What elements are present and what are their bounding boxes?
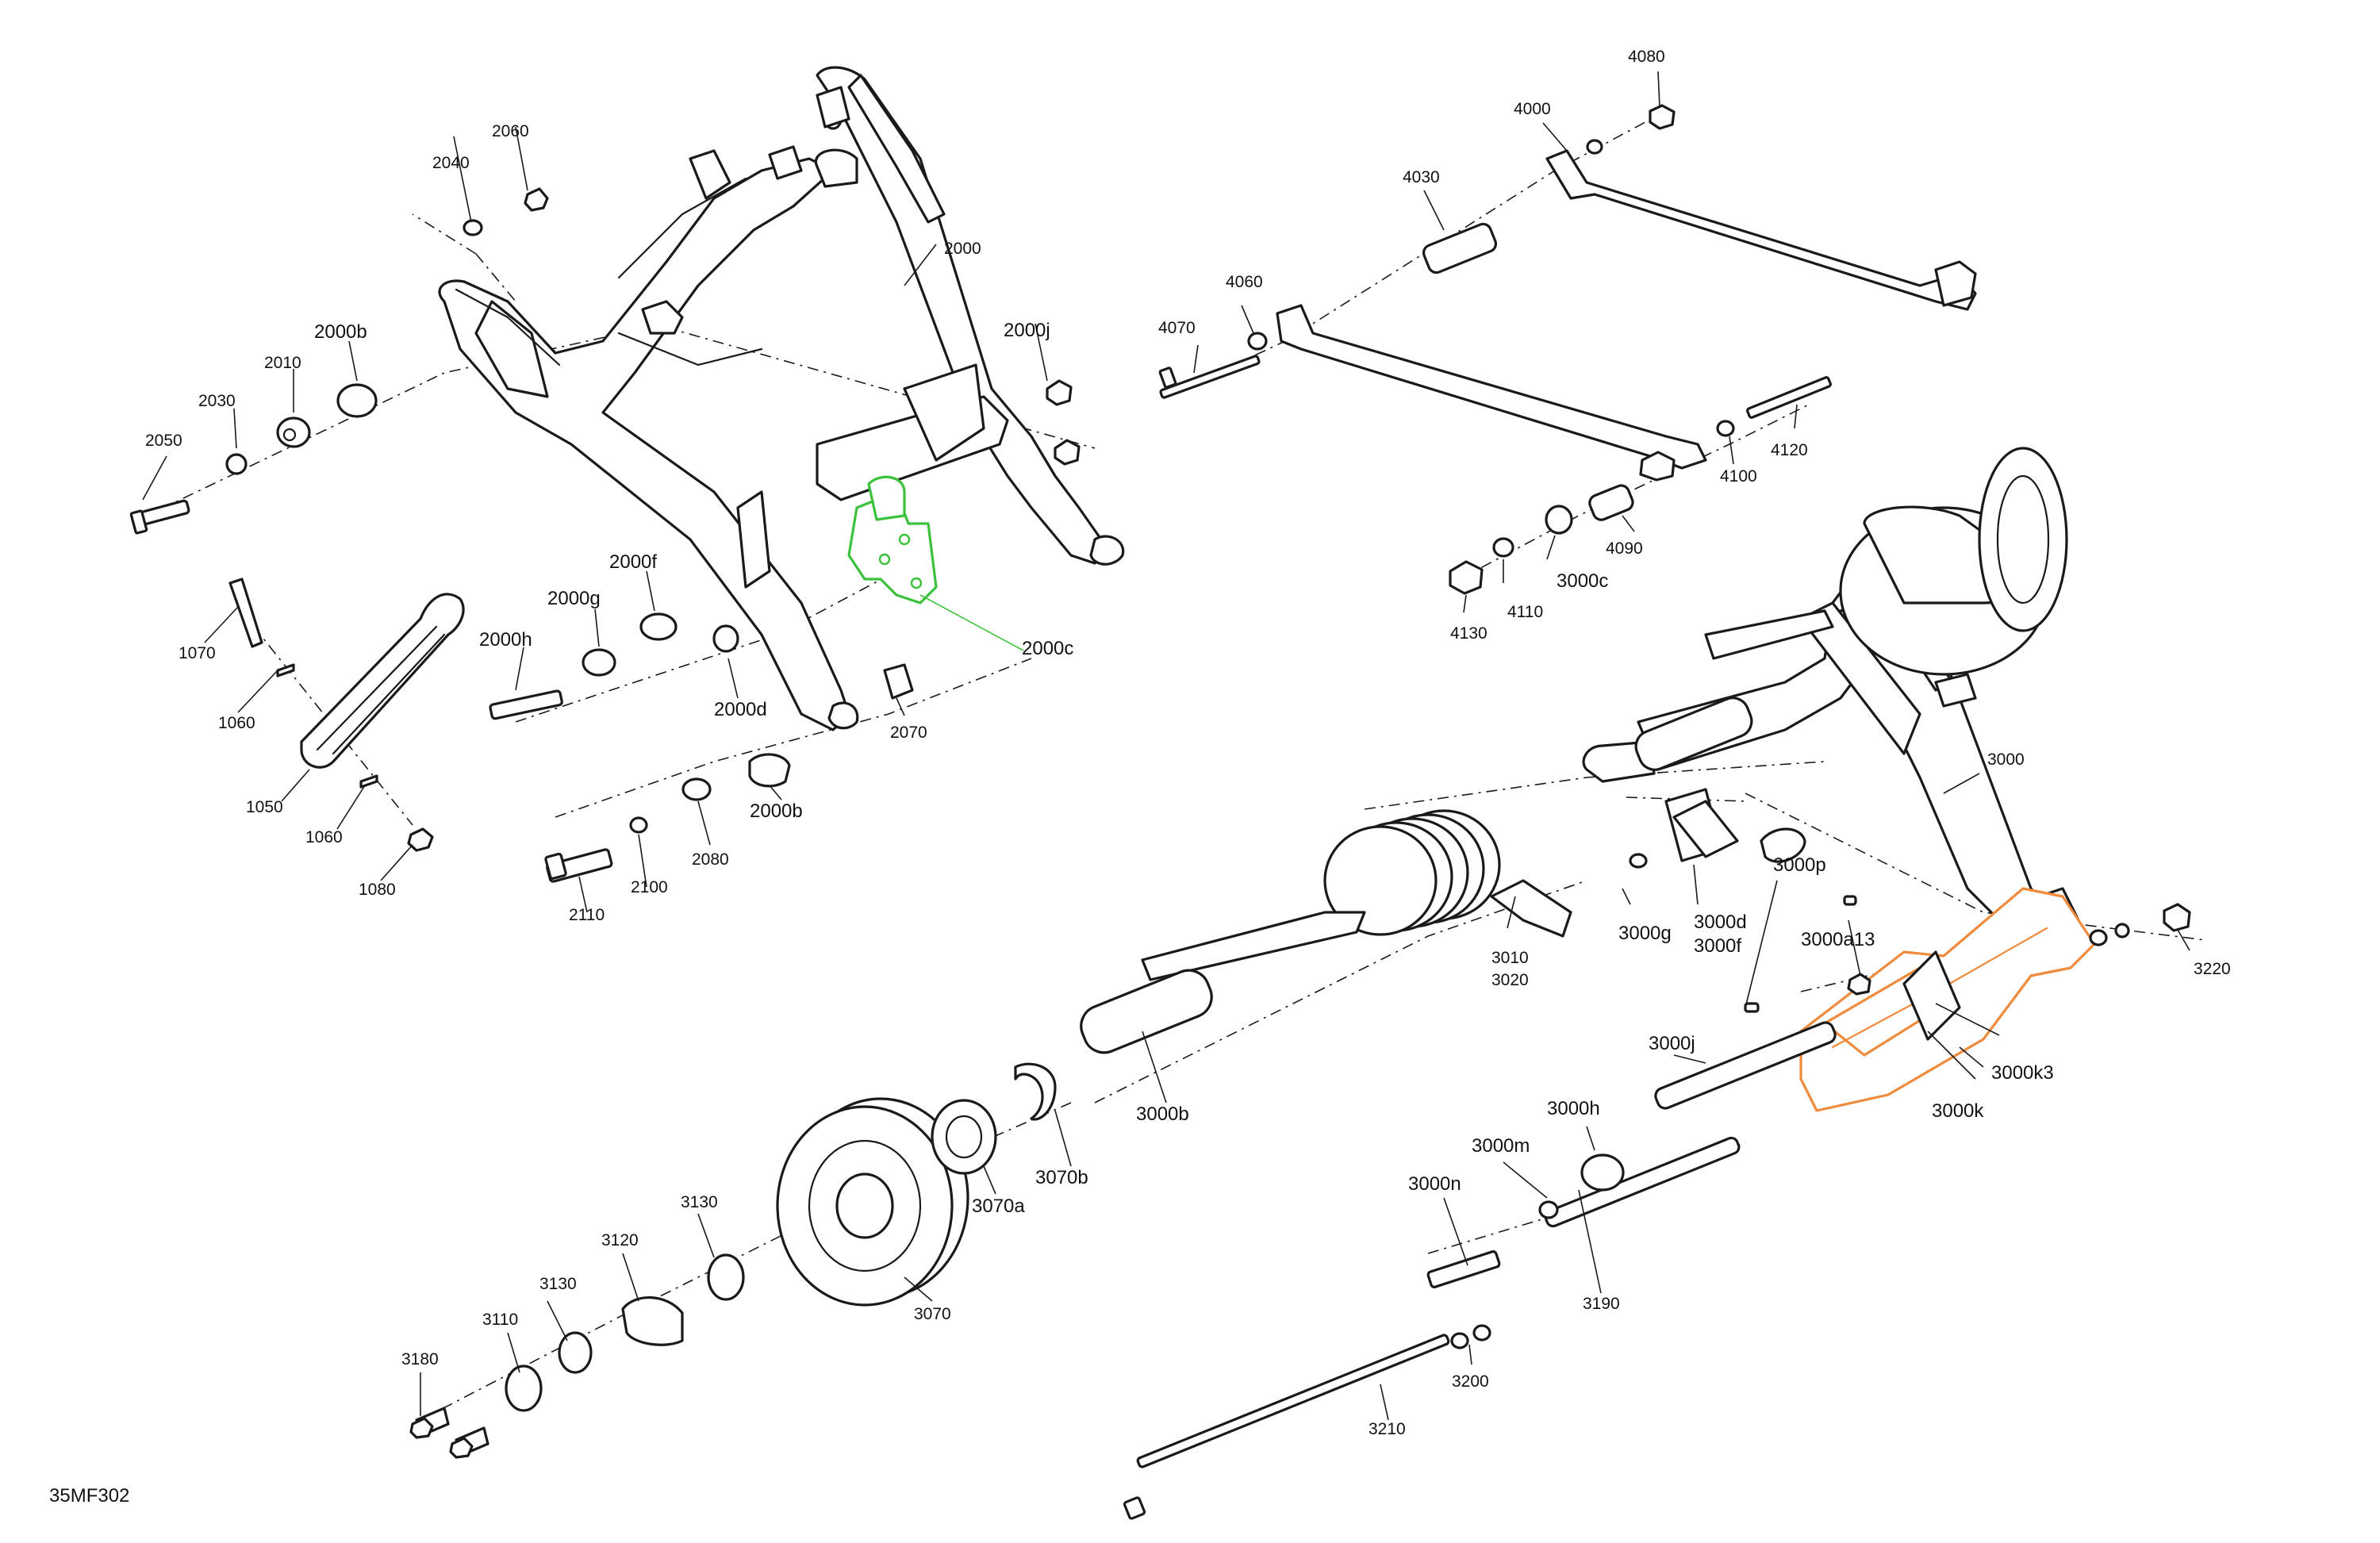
callout-3000a13: 3000a13: [1801, 929, 1875, 950]
callout-4090: 4090: [1606, 539, 1643, 558]
front-arm-2000: [438, 66, 1125, 731]
bracket-2000c-highlight: [847, 475, 1024, 651]
callout-1050: 1050: [246, 798, 283, 816]
callout-3000f: 3000f: [1694, 935, 1741, 957]
callout-2010: 2010: [264, 354, 301, 372]
callout-3000m: 3000m: [1472, 1135, 1530, 1157]
callout-3070a: 3070a: [972, 1196, 1025, 1217]
callout-2000: 2000: [944, 240, 981, 258]
tubes-and-pins: [1080, 697, 2191, 1520]
link-1050: [228, 578, 465, 852]
callout-3000g: 3000g: [1618, 923, 1672, 944]
idler-wheel-3070: [409, 1062, 1057, 1459]
callout-3120: 3120: [601, 1231, 639, 1249]
callout-2000j: 2000j: [1004, 320, 1050, 341]
callout-2030: 2030: [198, 392, 236, 410]
callout-4060: 4060: [1226, 273, 1263, 291]
callout-2050: 2050: [145, 432, 182, 450]
callout-3000k: 3000k: [1932, 1100, 1984, 1122]
callout-4000: 4000: [1514, 100, 1551, 118]
callout-2000h: 2000h: [479, 629, 532, 651]
callout-3000b: 3000b: [1136, 1104, 1189, 1125]
callout-3000d: 3000d: [1694, 912, 1747, 933]
callout-3000c: 3000c: [1557, 570, 1608, 592]
callout-labels: 2040 2060 2000 2000b 2010 2030 2050 2000…: [49, 48, 2231, 1507]
bracket-3000k-highlight: [1799, 887, 2096, 1112]
callout-1080: 1080: [359, 881, 396, 899]
spring-3010: [1141, 809, 1572, 981]
callout-3000: 3000: [1987, 750, 2025, 769]
callout-3070: 3070: [914, 1305, 951, 1323]
callout-2000b-lower: 2000b: [750, 800, 803, 822]
rear-arm-3000: [1582, 447, 2080, 961]
callout-4130: 4130: [1450, 624, 1488, 643]
callout-3210: 3210: [1368, 1420, 1406, 1438]
callout-2000b: 2000b: [314, 321, 367, 343]
callout-3180: 3180: [401, 1350, 439, 1368]
rod-assembly-4000: [1158, 104, 1977, 595]
callout-3020: 3020: [1491, 971, 1529, 989]
callout-3070b: 3070b: [1035, 1167, 1088, 1188]
callout-4070: 4070: [1158, 319, 1196, 337]
figure-id-label: 35MF302: [49, 1485, 129, 1507]
callout-3000n: 3000n: [1408, 1173, 1461, 1195]
callout-4030: 4030: [1403, 168, 1440, 186]
callout-4100: 4100: [1720, 467, 1757, 486]
callout-2100: 2100: [631, 878, 668, 896]
callout-3010: 3010: [1491, 949, 1529, 967]
callout-2000d: 2000d: [714, 699, 767, 720]
callout-3190: 3190: [1583, 1295, 1620, 1313]
arm-2000-hardware: [129, 187, 1081, 883]
callout-3000h: 3000h: [1547, 1098, 1600, 1119]
callout-1060-lower: 1060: [305, 828, 343, 846]
callout-3130-lower: 3130: [539, 1275, 577, 1293]
callout-2040: 2040: [432, 154, 470, 172]
callout-3000j: 3000j: [1649, 1033, 1695, 1054]
callout-3000p: 3000p: [1773, 854, 1826, 876]
callout-3200: 3200: [1452, 1372, 1489, 1391]
callout-2000g: 2000g: [547, 588, 601, 609]
callout-1060: 1060: [218, 714, 255, 732]
callout-4080: 4080: [1628, 48, 1665, 66]
callout-2070: 2070: [890, 724, 927, 742]
callout-4120: 4120: [1771, 441, 1808, 459]
callout-1070: 1070: [178, 644, 216, 662]
callout-2080: 2080: [692, 850, 729, 869]
callout-3220: 3220: [2194, 960, 2231, 978]
callout-leaders: [142, 71, 2190, 1421]
callout-2060: 2060: [492, 122, 529, 140]
callout-3130: 3130: [681, 1193, 718, 1211]
callout-2000f: 2000f: [609, 551, 657, 573]
callout-4110: 4110: [1507, 603, 1543, 621]
callout-2110: 2110: [569, 906, 605, 924]
callout-2000c: 2000c: [1022, 638, 1073, 659]
callout-3110: 3110: [482, 1311, 518, 1329]
callout-3000k3: 3000k3: [1991, 1062, 2054, 1084]
